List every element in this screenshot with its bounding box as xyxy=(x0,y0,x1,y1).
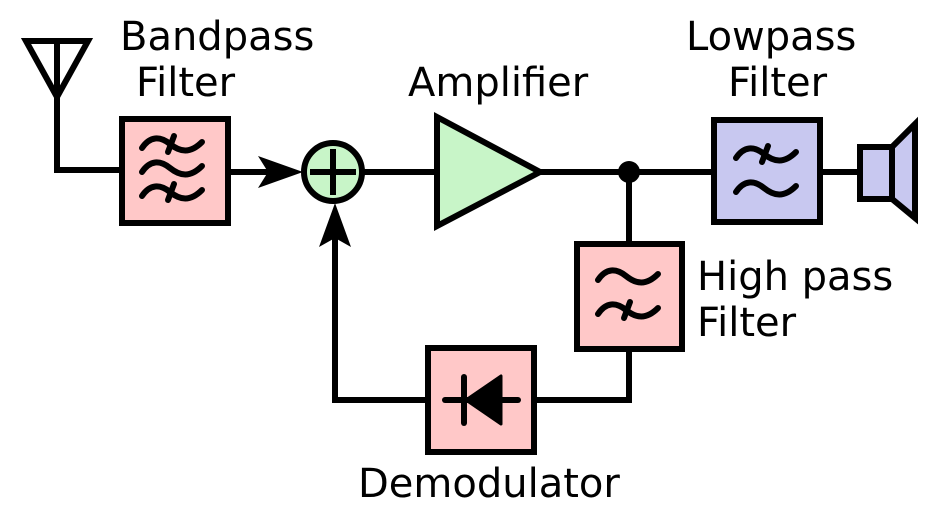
speaker-icon xyxy=(857,116,918,225)
wire-highpass-demodulator xyxy=(531,346,632,403)
lowpass-filter-block xyxy=(711,117,823,225)
demodulator-block xyxy=(425,345,537,455)
bandpass-label-line2: Filter xyxy=(136,60,236,106)
antenna-icon xyxy=(20,38,94,173)
highpass-filter-box xyxy=(574,241,685,352)
lowpass-filter-box xyxy=(711,117,823,225)
summing-junction-icon xyxy=(301,140,365,204)
arrow-feedback-summer xyxy=(319,203,431,403)
bandpass-filter-block xyxy=(119,116,231,226)
highpass-label-line1: High pass xyxy=(697,254,893,300)
amplifier-triangle-icon xyxy=(434,111,547,231)
lowpass-label-line1: Lowpass xyxy=(686,14,856,60)
bandpass-filter-icon xyxy=(139,133,205,203)
lowpass-label-line2: Filter xyxy=(728,60,828,106)
bandpass-label-line1: Bandpass xyxy=(120,14,314,60)
lowpass-filter-icon xyxy=(733,143,799,198)
arrow-bandpass-summer xyxy=(225,156,303,188)
amplifier-label: Amplifier xyxy=(408,60,589,106)
highpass-filter-icon xyxy=(595,267,661,321)
demodulator-label: Demodulator xyxy=(358,461,620,507)
highpass-filter-block xyxy=(574,241,685,352)
highpass-label-line2: Filter xyxy=(697,300,797,346)
diode-icon xyxy=(442,374,521,426)
